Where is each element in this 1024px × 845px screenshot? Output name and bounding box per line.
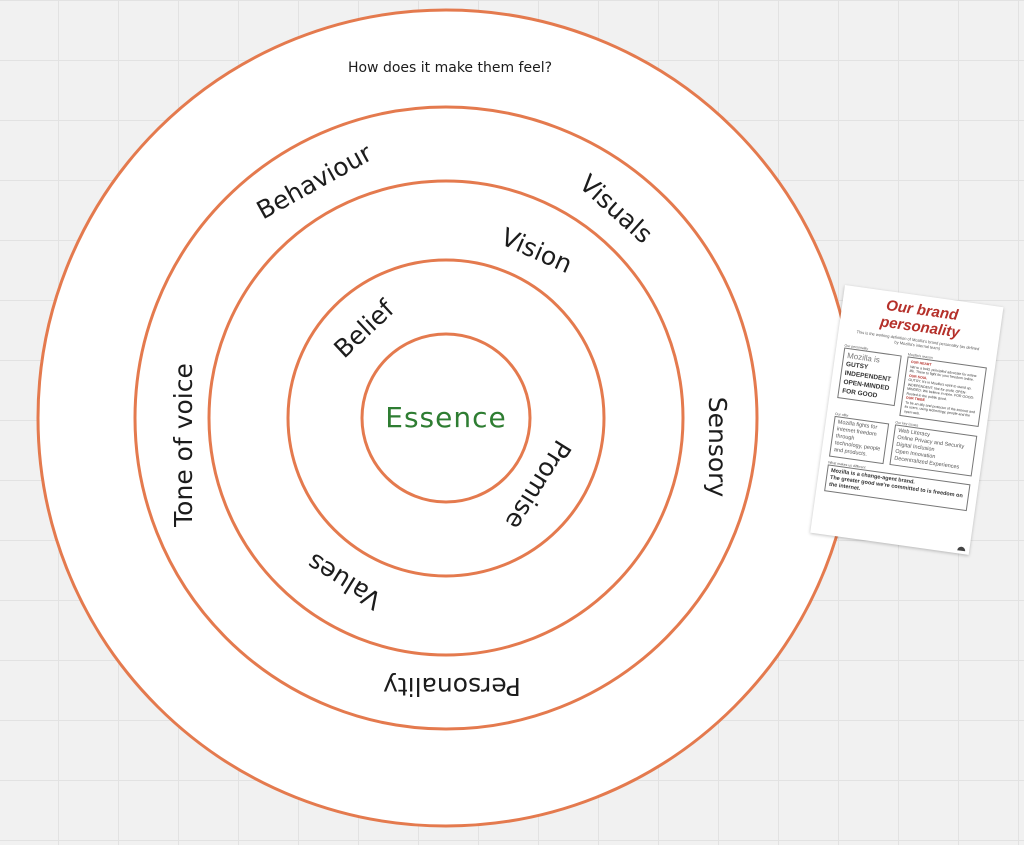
- outer-question: How does it make them feel?: [348, 60, 552, 76]
- offer-text: Mozilla fights for internet freedom thro…: [828, 415, 890, 465]
- mozilla-logo-icon: [957, 546, 966, 552]
- label-sensory: Sensory: [703, 397, 732, 498]
- personality-box: Mozilla is GUTSY INDEPENDENT OPEN-MINDED…: [837, 347, 902, 407]
- why-text: To be an ally and protector of the inter…: [903, 400, 976, 418]
- label-tone-of-voice: Tone of voice: [169, 363, 198, 528]
- label-essence: Essence: [385, 401, 506, 434]
- label-personality: Personality: [383, 672, 521, 701]
- ring-center: [360, 332, 532, 504]
